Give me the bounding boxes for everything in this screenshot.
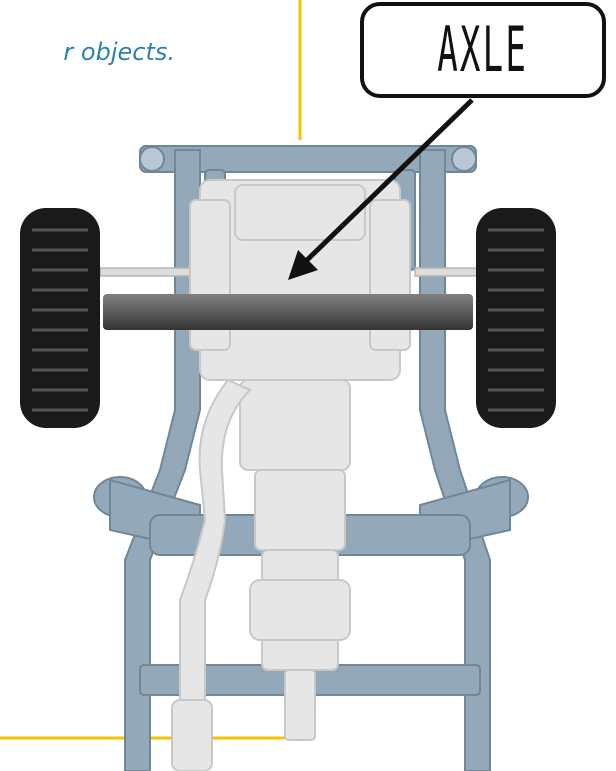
- axle-label-text: AXLE: [437, 13, 529, 86]
- axle: [103, 294, 473, 330]
- arrow-icon: [288, 98, 474, 280]
- axle-label-box: AXLE: [360, 2, 606, 98]
- caption-text: r objects.: [63, 38, 175, 66]
- tire-icon: [476, 208, 556, 428]
- tire-icon: [20, 208, 100, 428]
